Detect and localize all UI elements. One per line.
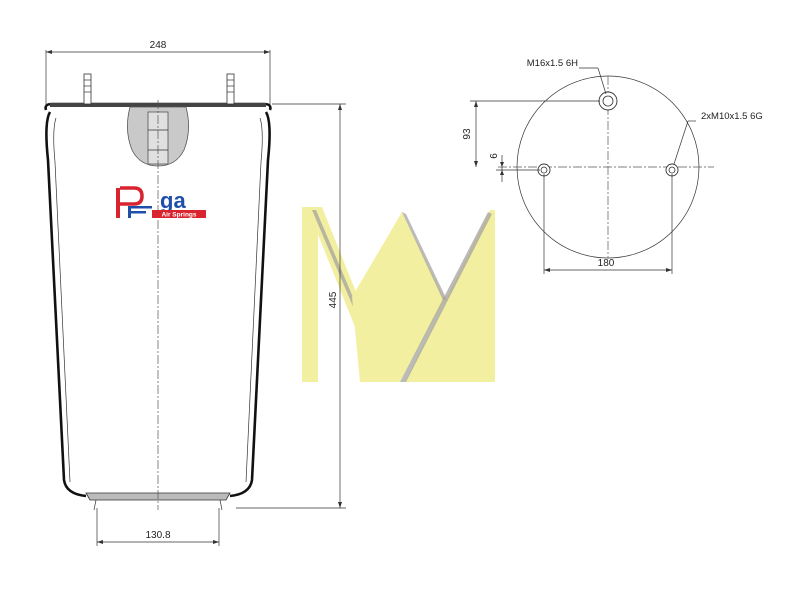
logo-tagline-bg — [152, 210, 206, 218]
top-view: M16x1.5 6H 2xM10x1.5 6G 93 6 180 — [462, 58, 763, 274]
dim-93-label: 93 — [462, 128, 473, 140]
watermark-mid-shadow — [402, 212, 447, 300]
watermark-logo — [302, 207, 495, 382]
center-hole-inner — [602, 95, 614, 107]
center-hole-outer — [598, 91, 618, 111]
dim-height-label: 445 — [328, 291, 339, 308]
dim-bottom-width: 130.8 — [96, 508, 220, 546]
left-hole-inner — [540, 166, 548, 174]
center-thread-label: M16x1.5 6H — [527, 58, 578, 69]
right-stud — [226, 73, 235, 105]
bellows-inner-right — [245, 117, 263, 483]
bellows-inner-left — [53, 117, 71, 483]
watermark-right-shadow — [400, 212, 492, 382]
right-hole-inner — [668, 166, 676, 174]
dim-height: 445 — [236, 103, 346, 509]
watermark-mid-triangle — [352, 212, 445, 382]
logo-tagline: Air Springs — [161, 212, 196, 219]
logo-ga-text: ga — [160, 188, 186, 213]
bellows-right-wall — [229, 111, 271, 498]
watermark-left-bar — [302, 207, 318, 382]
dim-6-label: 6 — [489, 153, 500, 159]
dim-bottom-width-label: 130.8 — [145, 530, 170, 541]
dim-180-label: 180 — [598, 258, 615, 269]
bellows-left-wall — [45, 111, 87, 498]
dim-top-width: 248 — [45, 40, 271, 106]
side-thread-label: 2xM10x1.5 6G — [701, 111, 763, 122]
left-stud — [83, 73, 92, 105]
pega-logo: ga Air Springs — [116, 186, 206, 219]
logo-p-bowl — [120, 186, 144, 206]
side-view — [44, 73, 272, 511]
dim-top-width-label: 248 — [150, 40, 167, 51]
logo-e-mid — [128, 211, 146, 214]
logo-p-stem — [116, 188, 120, 218]
logo-e-top — [128, 206, 152, 209]
